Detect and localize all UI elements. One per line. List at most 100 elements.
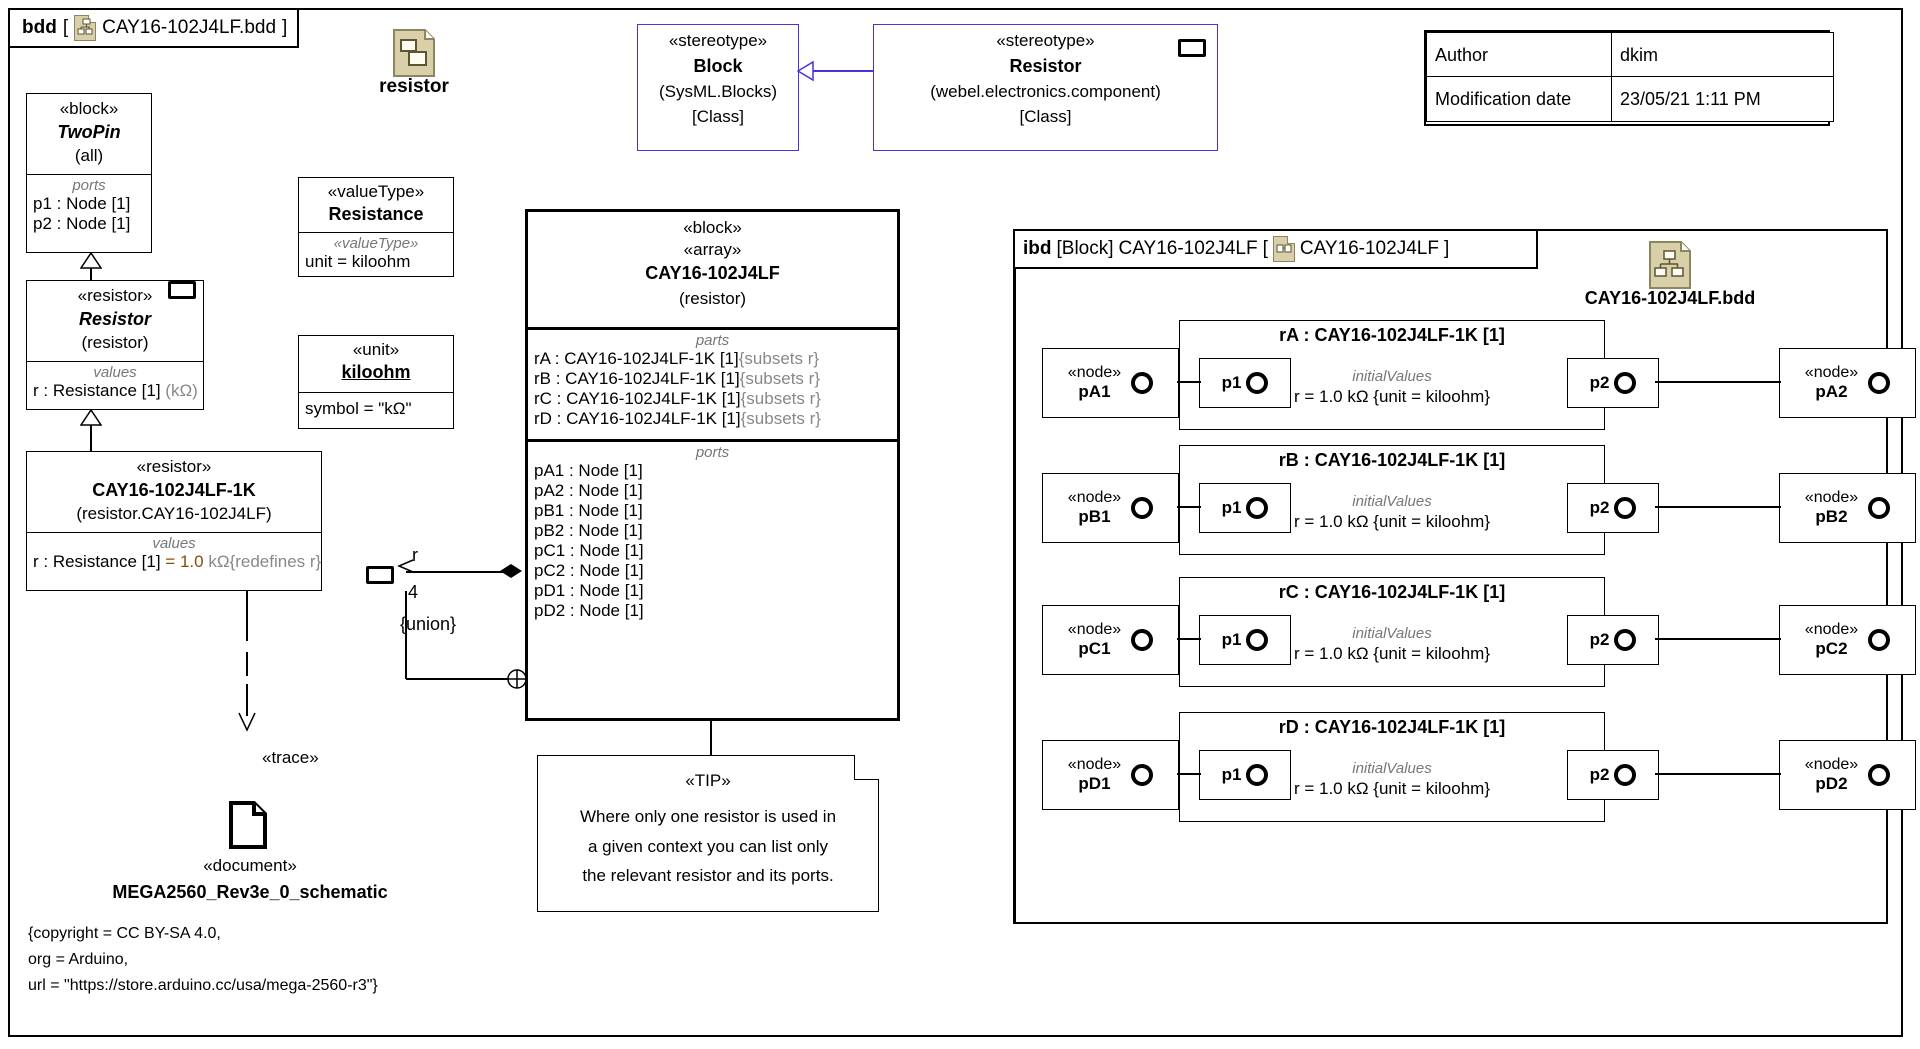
association-constraint: {union} [400,614,457,634]
twopin-port-p2: p2 : Node [1] [33,214,131,233]
node-box-pb1[interactable]: «node» pB1 [1042,473,1179,543]
document-icon[interactable] [228,800,268,855]
resistor-name: Resistor [78,309,152,329]
array-port-pb2: pB2 : Node [1] [534,521,643,540]
pin-box-p2-ra[interactable]: p2 [1567,358,1659,408]
stereotype-block-keyword: «stereotype» [668,31,768,50]
pin-port-icon-p2-ra [1614,372,1637,394]
author-value-cell: dkim [1611,32,1834,78]
containment-circle-plus-icon [506,668,528,695]
pin-label-p1-ra: p1 [1221,373,1242,392]
node-name-pa1: pA1 [1078,382,1111,401]
block-twopin[interactable]: «block» TwoPin (all) ports p1 : Node [1]… [26,93,152,253]
association-multiplicity: 4 [408,582,419,602]
pin-label-p1-rd: p1 [1221,765,1242,784]
connector-pc1-p1 [1177,638,1201,640]
cay16-1k-value-r-name: r : Resistance [1] [33,552,161,571]
node-box-pd1[interactable]: «node» pD1 [1042,740,1179,810]
resistor-value-r: r : Resistance [1] (kΩ) [27,381,203,401]
connector-p2-pc2 [1655,638,1781,640]
ibd-type-prefix: [Block] [1056,238,1114,259]
tip-note-line1: Where only one resistor is used in [579,806,837,826]
generalization-line-resistor [90,425,92,451]
tip-note[interactable]: «TIP» Where only one resistor is used in… [537,755,879,912]
node-port-icon-pa1 [1131,372,1154,394]
stereotype-block-box[interactable]: «stereotype» Block (SysML.Blocks) [Class… [637,24,799,151]
resistance-unit-feature: unit = kiloohm [305,252,411,271]
resistor-value-r-unit: (kΩ) [165,381,198,400]
pin-box-p1-rb[interactable]: p1 [1199,483,1291,533]
note-dogear-icon [854,755,879,780]
block-cay16-1k[interactable]: «resistor» CAY16-102J4LF-1K (resistor.CA… [26,451,322,591]
array-parts-label: parts [695,332,730,349]
array-port-pa2: pA2 : Node [1] [534,481,643,500]
node-box-pc1[interactable]: «node» pC1 [1042,605,1179,675]
stereotype-resistor-metaclass: [Class] [1019,107,1072,126]
pin-box-p2-rd[interactable]: p2 [1567,750,1659,800]
generalization-line-twopin [90,268,92,280]
tip-note-line3: the relevant resistor and its ports. [582,866,834,886]
node-box-pa1[interactable]: «node» pA1 [1042,348,1179,418]
package-icon[interactable] [392,28,436,78]
author-label-cell: Author [1426,32,1621,78]
document-name: MEGA2560_Rev3e_0_schematic [112,882,388,902]
resistor-value-r-name: r : Resistance [1] [33,381,161,400]
diagram-name: CAY16-102J4LF.bdd [102,17,277,38]
node-stereotype-pc2: «node» [1804,620,1859,638]
node-name-pb2: pB2 [1815,507,1848,526]
trace-line-mid [246,652,248,676]
connector-p2-pd2 [1655,773,1781,775]
twopin-stereotype: «block» [59,99,119,118]
copyright-line-1: {copyright = CC BY-SA 4.0, [28,925,221,942]
connector-pa1-p1 [1177,381,1201,383]
node-box-pb2[interactable]: «node» pB2 [1779,473,1916,543]
part-box-rc[interactable]: rC : CAY16-102J4LF-1K [1] initialValues … [1179,577,1605,687]
resistance-stereotype: «valueType» [327,182,425,201]
trace-label: «trace» [262,748,319,767]
part-box-rb[interactable]: rB : CAY16-102J4LF-1K [1] initialValues … [1179,445,1605,555]
initial-values-ra: r = 1.0 kΩ {unit = kiloohm} [1293,387,1491,406]
bdd-reference-label: CAY16-102J4LF.bdd [1584,288,1756,308]
ibd-frame-header: ibd [Block] CAY16-102J4LF [ CAY16-102J4L… [1013,229,1538,269]
node-box-pd2[interactable]: «node» pD2 [1779,740,1916,810]
initial-values-rc: r = 1.0 kΩ {unit = kiloohm} [1293,644,1491,663]
initial-values-label-rd: initialValues [1352,760,1432,777]
stereotype-resistor-box[interactable]: «stereotype» Resistor (webel.electronics… [873,24,1218,151]
pin-box-p2-rc[interactable]: p2 [1567,615,1659,665]
initial-values-label-rc: initialValues [1352,625,1432,642]
resistor-qualifier: (resistor) [81,333,149,352]
twopin-name: TwoPin [57,122,121,142]
copyright-line-3: url = "https://store.arduino.cc/usa/mega… [28,977,378,994]
node-name-pd1: pD1 [1078,774,1111,793]
bdd-diagram-icon [74,15,97,41]
node-port-icon-pd1 [1131,764,1154,786]
cay16-1k-value-r-constraint: {redefines r} [229,552,322,571]
block-cay16-array[interactable]: «block» «array» CAY16-102J4LF (resistor)… [525,209,900,721]
pin-box-p1-rd[interactable]: p1 [1199,750,1291,800]
node-box-pa2[interactable]: «node» pA2 [1779,348,1916,418]
array-part-rd: rD : CAY16-102J4LF-1K [1]{subsets r} [534,409,821,428]
twopin-port-p1: p1 : Node [1] [33,194,131,213]
block-resistance-valuetype[interactable]: «valueType» Resistance «valueType» unit … [298,177,454,277]
pin-label-p1-rc: p1 [1221,630,1242,649]
array-part-rc: rC : CAY16-102J4LF-1K [1]{subsets r} [534,389,821,408]
containment-line [406,678,516,680]
ibd-bracket-open: [ [1262,238,1268,259]
pin-label-p2-rb: p2 [1589,498,1610,517]
node-box-pc2[interactable]: «node» pC2 [1779,605,1916,675]
pin-port-icon-p1-rb [1246,497,1269,519]
block-kiloohm-unit[interactable]: «unit» kiloohm symbol = "kΩ" [298,335,454,429]
node-stereotype-pd2: «node» [1804,755,1859,773]
tip-note-stereotype: «TIP» [685,771,731,790]
stereotype-generalization-arrow [796,60,815,87]
resistance-name: Resistance [328,204,424,224]
node-stereotype-pc1: «node» [1067,620,1122,638]
initial-values-label-ra: initialValues [1352,368,1432,385]
bdd-reference-icon[interactable] [1648,240,1692,290]
pin-box-p2-rb[interactable]: p2 [1567,483,1659,533]
pin-box-p1-rc[interactable]: p1 [1199,615,1291,665]
block-resistor[interactable]: «resistor» Resistor (resistor) values r … [26,280,204,410]
trace-line-upper [246,591,248,641]
pin-box-p1-ra[interactable]: p1 [1199,358,1291,408]
